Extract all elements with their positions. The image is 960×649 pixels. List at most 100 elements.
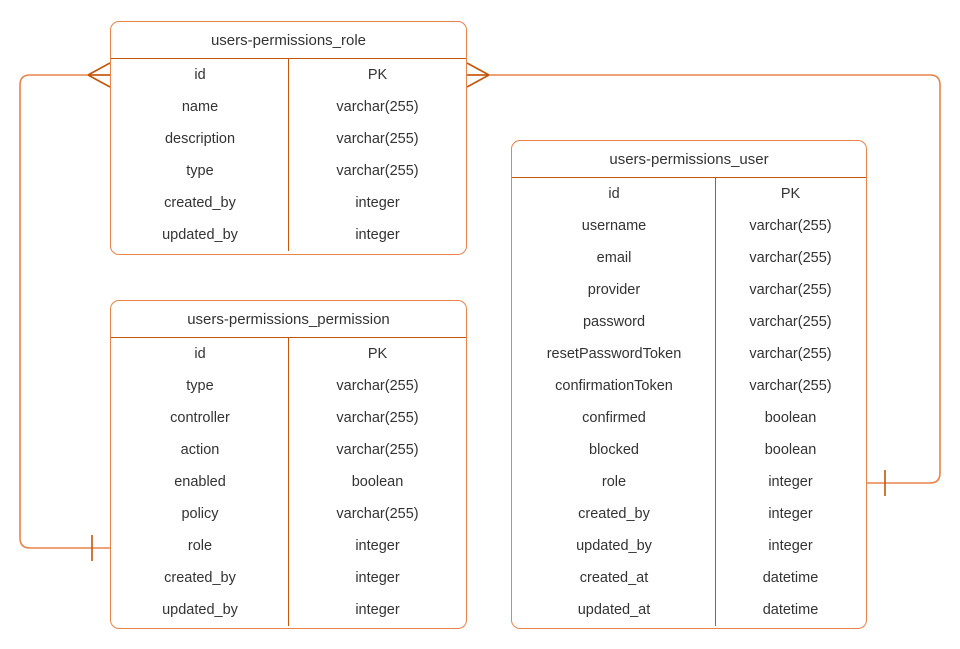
field-name: id [194,346,206,362]
field-name: created_by [578,506,650,522]
field-row[interactable]: type varchar(255) [111,155,466,187]
field-type: integer [355,227,400,243]
field-name: username [581,218,647,234]
field-name: updated_by [576,538,652,554]
entity-fields-permission: id PK type varchar(255) controller varch… [111,338,466,626]
field-name: role [187,538,213,554]
field-type: varchar(255) [336,506,419,522]
field-type: datetime [762,602,819,618]
field-row[interactable]: type varchar(255) [111,370,466,402]
entity-users-permissions-permission[interactable]: users-permissions_permission id PK type … [110,300,467,629]
field-name: enabled [174,474,226,490]
field-type: datetime [762,570,819,586]
entity-fields-role: id PK name varchar(255) description varc… [111,59,466,251]
field-type: varchar(255) [336,131,419,147]
field-row[interactable]: id PK [512,178,866,210]
field-row[interactable]: description varchar(255) [111,123,466,155]
crowsfoot-many-marker-role-left [87,62,111,88]
field-type: varchar(255) [749,346,832,362]
field-name: provider [587,282,641,298]
field-type: integer [355,602,400,618]
field-name: policy [181,506,219,522]
field-row[interactable]: created_by integer [111,187,466,219]
field-row[interactable]: blocked boolean [512,434,866,466]
field-row[interactable]: controller varchar(255) [111,402,466,434]
field-name: confirmationToken [555,378,673,394]
field-type: varchar(255) [749,378,832,394]
field-row[interactable]: policy varchar(255) [111,498,466,530]
field-name: id [194,67,206,83]
field-row[interactable]: enabled boolean [111,466,466,498]
field-type: varchar(255) [336,378,419,394]
field-name: created_by [164,570,236,586]
relationship-role-permission[interactable] [19,62,111,561]
field-row[interactable]: updated_by integer [111,594,466,626]
field-name: name [181,99,219,115]
field-type: boolean [351,474,404,490]
field-row[interactable]: role integer [111,530,466,562]
field-row[interactable]: id PK [111,338,466,370]
field-name: action [180,442,220,458]
relationship-line-role-permission [19,74,110,549]
field-name: id [608,186,620,202]
field-name: resetPasswordToken [546,346,682,362]
field-type: varchar(255) [336,410,419,426]
field-type: integer [355,195,400,211]
field-name: updated_by [162,602,238,618]
entity-title-user: users-permissions_user [512,141,866,178]
field-row[interactable]: updated_by integer [512,530,866,562]
field-row[interactable]: confirmed boolean [512,402,866,434]
field-type: varchar(255) [749,314,832,330]
field-row[interactable]: confirmationToken varchar(255) [512,370,866,402]
field-row[interactable]: password varchar(255) [512,306,866,338]
field-type: integer [355,570,400,586]
field-name: created_by [164,195,236,211]
entity-users-permissions-user[interactable]: users-permissions_user id PK username va… [511,140,867,629]
field-name: confirmed [582,410,646,426]
field-row[interactable]: username varchar(255) [512,210,866,242]
field-row[interactable]: created_by integer [111,562,466,594]
field-type: boolean [764,442,817,458]
field-name: role [601,474,627,490]
field-name: controller [170,410,230,426]
field-name: created_at [579,570,649,586]
field-type: integer [768,538,813,554]
field-row[interactable]: created_at datetime [512,562,866,594]
field-row[interactable]: updated_at datetime [512,594,866,626]
field-row[interactable]: id PK [111,59,466,91]
field-name: blocked [589,442,639,458]
field-type: PK [367,346,388,362]
field-type: varchar(255) [749,250,832,266]
field-name: email [596,250,632,266]
crowsfoot-many-marker-role-right [466,62,490,88]
field-name: password [582,314,646,330]
field-type: varchar(255) [336,163,419,179]
field-type: varchar(255) [749,282,832,298]
field-name: type [186,378,214,394]
field-type: PK [367,67,388,83]
field-type: boolean [764,410,817,426]
field-type: integer [768,506,813,522]
field-name: updated_at [577,602,651,618]
field-name: type [186,163,214,179]
field-type: varchar(255) [336,99,419,115]
field-name: updated_by [162,227,238,243]
field-row[interactable]: resetPasswordToken varchar(255) [512,338,866,370]
field-type: integer [355,538,400,554]
field-row[interactable]: email varchar(255) [512,242,866,274]
entity-users-permissions-role[interactable]: users-permissions_role id PK name varcha… [110,21,467,255]
field-type: varchar(255) [749,218,832,234]
field-type: varchar(255) [336,442,419,458]
field-row[interactable]: name varchar(255) [111,91,466,123]
entity-title-permission: users-permissions_permission [111,301,466,338]
field-row[interactable]: provider varchar(255) [512,274,866,306]
entity-fields-user: id PK username varchar(255) email varcha… [512,178,866,626]
field-row[interactable]: role integer [512,466,866,498]
field-name: description [164,131,236,147]
field-row[interactable]: action varchar(255) [111,434,466,466]
field-row[interactable]: created_by integer [512,498,866,530]
field-type: integer [768,474,813,490]
field-row[interactable]: updated_by integer [111,219,466,251]
entity-title-role: users-permissions_role [111,22,466,59]
